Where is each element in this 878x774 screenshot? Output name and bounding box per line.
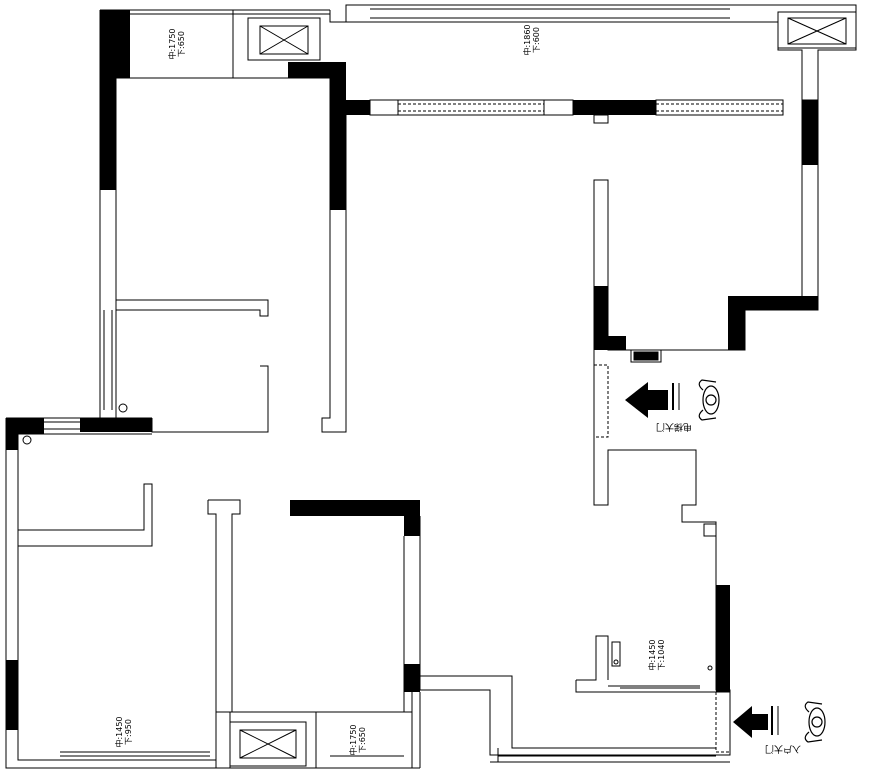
window-label-line1: 中:1450: [114, 716, 124, 747]
window-label-line1: 中:1450: [647, 639, 657, 670]
vent-icon: [229, 11, 857, 767]
up-arrow-icon: [733, 706, 779, 738]
up-arrow-icon: [625, 382, 680, 418]
fixtures: [22, 349, 717, 671]
window-label-line1: 中:1860: [522, 24, 532, 55]
window-label-line2: 下:650: [177, 31, 186, 57]
person-icon: [698, 379, 720, 421]
window-labels: 中:1750 下:650 中:1860 下:600 中:1450 下:1040 …: [114, 24, 666, 755]
entry-door-symbol: 入户大门: [733, 701, 826, 755]
window-label-line2: 下:1040: [657, 639, 666, 670]
person-icon: [804, 701, 826, 743]
entry-door-label: 入户大门: [765, 743, 801, 755]
solid-walls: [6, 10, 818, 730]
doorways: [593, 364, 731, 753]
window-label-line1: 中:1750: [348, 724, 358, 755]
window-openings: [44, 8, 784, 757]
window-label-line2: 下:600: [532, 27, 541, 53]
window-label-line1: 中:1750: [167, 28, 177, 59]
elevator-door-label: 电梯大门: [656, 421, 692, 433]
window-label-line2: 下:950: [124, 719, 133, 745]
window-label-line2: 下:650: [358, 727, 367, 753]
elevator-door-symbol: 电梯大门: [625, 379, 720, 433]
